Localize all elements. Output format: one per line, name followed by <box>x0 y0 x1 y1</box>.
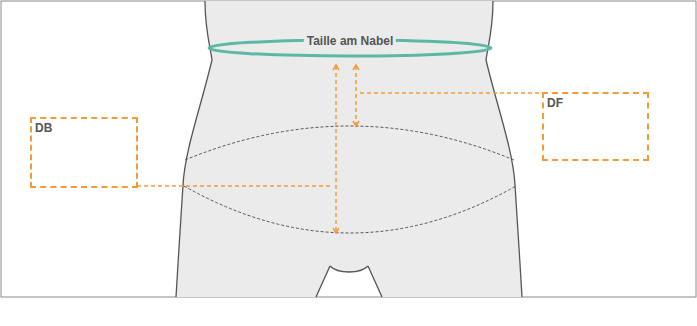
crotch-curve <box>330 266 368 272</box>
db-measure <box>335 66 337 232</box>
frame <box>1 1 696 297</box>
leg-inner-left <box>316 266 330 297</box>
upper-seat-curve <box>185 126 514 160</box>
arrow-head <box>353 65 359 70</box>
arrow-head <box>333 228 339 233</box>
body-outline-left <box>176 1 212 297</box>
body-outline-right <box>486 1 522 297</box>
measure-box: DB <box>30 117 138 188</box>
df-leader <box>360 92 542 94</box>
box-label: DB <box>32 119 136 135</box>
box-label: DF <box>544 94 647 110</box>
measure-lines <box>137 65 542 233</box>
waist-label: Taille am Nabel <box>304 34 396 48</box>
df-measure <box>355 66 357 125</box>
body-fill <box>176 1 522 297</box>
lower-seat-curve <box>184 186 516 233</box>
leg-inner-right <box>368 266 382 297</box>
db-leader <box>137 185 332 187</box>
measure-box: DF <box>542 92 649 161</box>
arrow-head <box>353 121 359 126</box>
arrow-head <box>333 65 339 70</box>
